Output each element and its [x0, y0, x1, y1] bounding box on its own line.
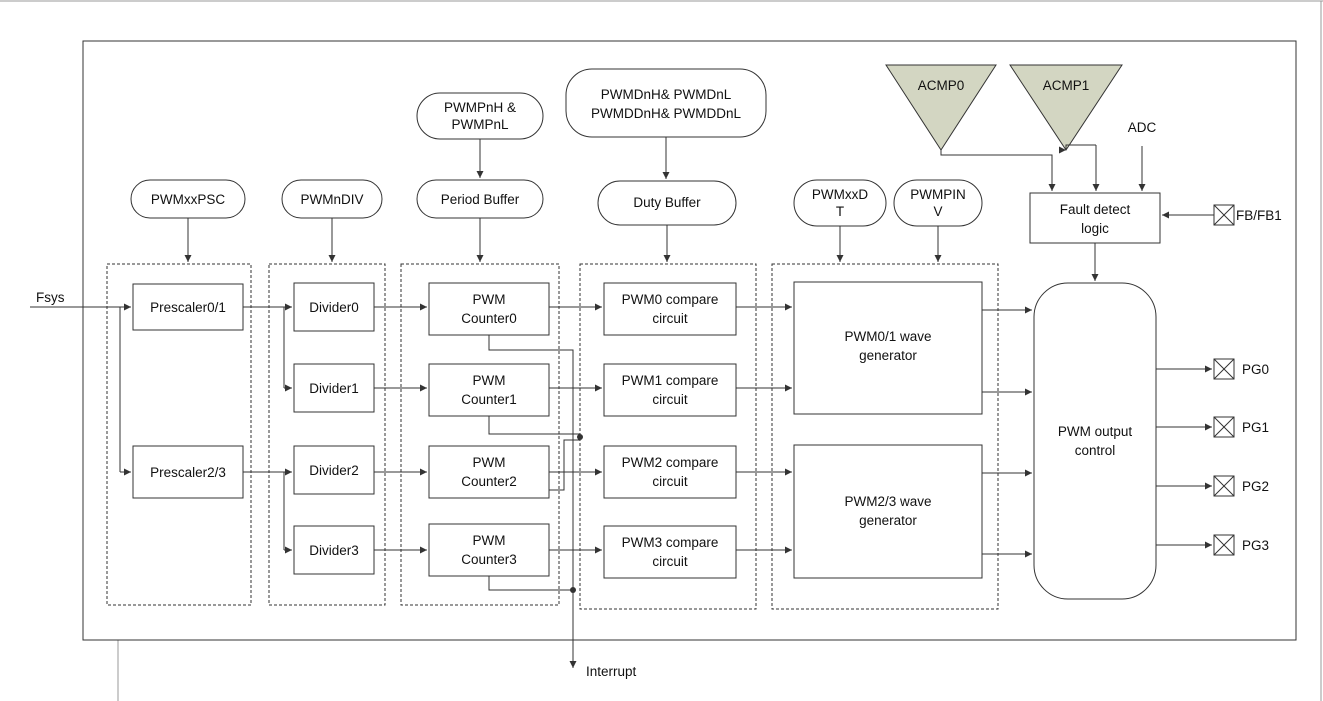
duty-buffer: Duty Buffer [597, 180, 737, 226]
fb-pin-label: FB/FB1 [1236, 208, 1282, 223]
pwm01-wave-line2: generator [859, 348, 917, 363]
pwm3-compare-line1: PWM3 compare [622, 535, 719, 550]
acmp1-comparator: ACMP1 [1009, 64, 1123, 151]
pwm2-compare-line1: PWM2 compare [622, 455, 719, 470]
pwm3-compare-circuit: PWM3 compare circuit [603, 525, 737, 579]
fb-pin-icon [1213, 204, 1235, 226]
pwm-counter-3: PWM Counter3 [428, 523, 550, 577]
divider-3-label: Divider3 [309, 543, 359, 558]
pwmxxdt-line2: T [836, 204, 844, 219]
pwmxxpsc-register: PWMxxPSC [130, 179, 246, 219]
period-register: PWMPnH & PWMPnL [416, 92, 544, 140]
pg3-label: PG3 [1242, 538, 1269, 553]
wavegen-group [771, 263, 999, 610]
pg2-pin-icon [1213, 475, 1235, 497]
pwm0-compare-circuit: PWM0 compare circuit [603, 282, 737, 336]
acmp0-to-fault-wire [940, 150, 1053, 176]
counter3-interrupt-wire [488, 576, 573, 591]
divider-1: Divider1 [293, 363, 375, 413]
prescaler-group [106, 263, 252, 606]
pwm-output-control: PWM output control [1033, 282, 1157, 600]
divider-3: Divider3 [293, 525, 375, 575]
prescaler-0-1: Prescaler0/1 [132, 283, 244, 331]
divider-2-label: Divider2 [309, 463, 359, 478]
divider-0: Divider0 [293, 282, 375, 332]
pwm-counter-2: PWM Counter2 [428, 445, 550, 499]
acmp0-comparator: ACMP0 [885, 64, 997, 151]
pg3-pin-icon [1213, 534, 1235, 556]
prescaler-2-3: Prescaler2/3 [132, 445, 244, 499]
output-control-line1: PWM output [1058, 424, 1133, 439]
pwm-counter-2-line2: Counter2 [461, 474, 517, 489]
divider-0-label: Divider0 [309, 300, 359, 315]
fault-detect-logic: Fault detect logic [1029, 192, 1161, 244]
acmp1-label: ACMP1 [1043, 78, 1090, 93]
duty-register-line2: PWMDDnH& PWMDDnL [591, 106, 742, 121]
pwmpinv-register: PWMPIN V [893, 179, 983, 227]
divider-1-label: Divider1 [309, 381, 359, 396]
pwm23-wave-line2: generator [859, 513, 917, 528]
counter0-interrupt-wire [488, 335, 574, 436]
interrupt-label: Interrupt [586, 664, 637, 679]
counter2-interrupt-wire [549, 439, 580, 491]
adc-label: ADC [1128, 120, 1157, 135]
connections [30, 137, 1214, 668]
period-register-line2: PWMPnL [451, 117, 509, 132]
fault-detect-line1: Fault detect [1060, 202, 1131, 217]
fsys-label: Fsys [36, 290, 65, 305]
pwm23-wave-generator: PWM2/3 wave generator [793, 444, 983, 579]
pwm2-compare-circuit: PWM2 compare circuit [603, 445, 737, 499]
duty-register-line1: PWMDnH& PWMDnL [601, 87, 732, 102]
counter-group [400, 263, 560, 606]
fault-detect-line2: logic [1081, 221, 1109, 236]
pwm-counter-1: PWM Counter1 [428, 363, 550, 417]
pwm01-wave-line1: PWM0/1 wave [844, 329, 931, 344]
period-buffer-label: Period Buffer [441, 192, 520, 207]
interrupt-junction-1 [577, 434, 583, 440]
pwmxxpsc-label: PWMxxPSC [151, 192, 226, 207]
counter1-interrupt-wire [488, 416, 580, 435]
pwm-counter-1-line1: PWM [473, 373, 506, 388]
pg0-pin-icon [1213, 358, 1235, 380]
duty-register: PWMDnH& PWMDnL PWMDDnH& PWMDDnL [565, 68, 767, 138]
pwm-counter-3-line1: PWM [473, 533, 506, 548]
pwm0-compare-line2: circuit [652, 311, 688, 326]
pwm-counter-2-line1: PWM [473, 455, 506, 470]
pwm23-wave-line1: PWM2/3 wave [844, 494, 931, 509]
acmp0-label: ACMP0 [918, 78, 965, 93]
duty-buffer-label: Duty Buffer [633, 195, 701, 210]
pg2-label: PG2 [1242, 479, 1269, 494]
pwm1-compare-circuit: PWM1 compare circuit [603, 363, 737, 417]
pwm-counter-1-line2: Counter1 [461, 392, 517, 407]
prescaler-2-3-label: Prescaler2/3 [150, 465, 226, 480]
pg0-label: PG0 [1242, 362, 1269, 377]
pwm1-compare-line1: PWM1 compare [622, 373, 719, 388]
pwm2-compare-line2: circuit [652, 474, 688, 489]
pwmpinv-line2: V [933, 204, 942, 219]
divider-2: Divider2 [293, 445, 375, 495]
pwm0-compare-line1: PWM0 compare [622, 292, 719, 307]
pwmpinv-line1: PWMPIN [910, 187, 966, 202]
pwm-counter-0: PWM Counter0 [428, 282, 550, 336]
pwm-counter-3-line2: Counter3 [461, 552, 517, 567]
pwm1-compare-line2: circuit [652, 392, 688, 407]
pwmxxdt-register: PWMxxD T [793, 179, 887, 227]
compare-group [579, 263, 757, 610]
pwm-counter-0-line1: PWM [473, 292, 506, 307]
pwmndiv-register: PWMnDIV [281, 179, 383, 219]
period-register-line1: PWMPnH & [444, 100, 516, 115]
pg1-label: PG1 [1242, 420, 1269, 435]
output-control-line2: control [1075, 443, 1116, 458]
pwmxxdt-line1: PWMxxD [812, 187, 868, 202]
acmp1-route-wire [1065, 144, 1096, 150]
pwm3-compare-line2: circuit [652, 554, 688, 569]
pwm01-wave-generator: PWM0/1 wave generator [793, 281, 983, 415]
divider-group [268, 263, 386, 606]
period-buffer: Period Buffer [416, 179, 544, 219]
prescaler-0-1-label: Prescaler0/1 [150, 300, 226, 315]
pwm-module-boundary [82, 40, 1297, 641]
pg1-pin-icon [1213, 416, 1235, 438]
pwm-counter-0-line2: Counter0 [461, 311, 517, 326]
pwmndiv-label: PWMnDIV [300, 192, 363, 207]
